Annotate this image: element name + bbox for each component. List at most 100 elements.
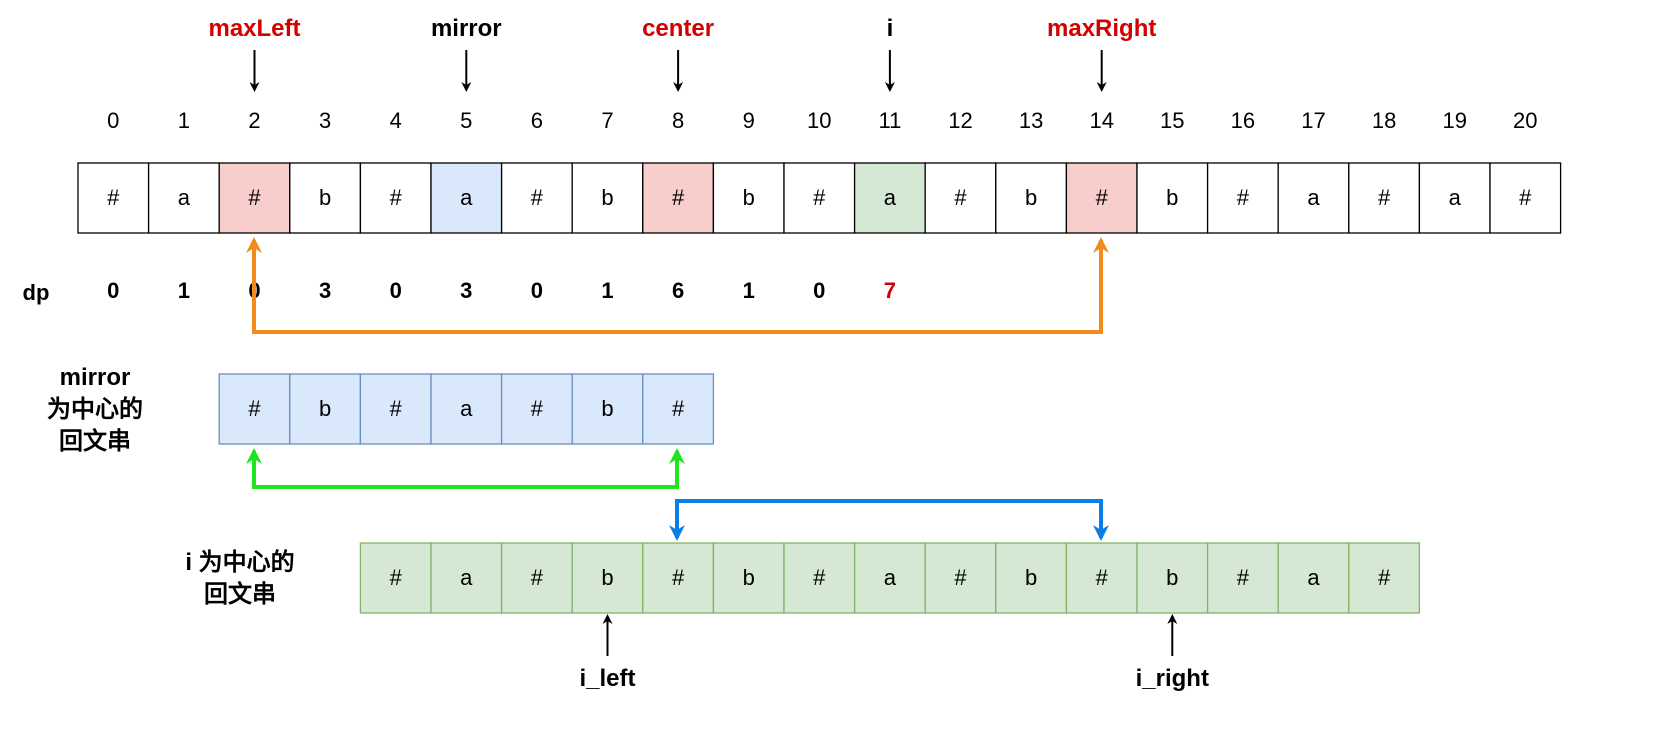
string-cell-2 (218, 162, 291, 234)
string-cell-4 (359, 162, 432, 234)
bottom-pointer-labels: i_left i_right (579, 614, 1209, 692)
i-cell-5 (712, 542, 785, 614)
index-label-5: 5 (460, 108, 472, 133)
top-label-2: center (642, 15, 714, 42)
mirror-char-4: # (531, 396, 544, 421)
index-label-3: 3 (319, 108, 331, 133)
string-char-10: # (813, 185, 826, 210)
mirror-char-0: # (248, 396, 261, 421)
i-cell-8 (924, 542, 997, 614)
mirror-cell-2 (359, 373, 432, 445)
index-label-2: 2 (248, 108, 260, 133)
string-char-0: # (107, 185, 120, 210)
bottom-label-1: i_right (1136, 665, 1209, 692)
i-cell-9 (995, 542, 1068, 614)
i-label-line-2: 回文串 (204, 581, 276, 608)
index-label-13: 13 (1019, 108, 1043, 133)
string-char-19: a (1449, 185, 1462, 210)
dp-value-1: 1 (178, 278, 190, 303)
string-char-9: b (743, 185, 755, 210)
string-char-1: a (178, 185, 191, 210)
string-cell-1 (147, 162, 220, 234)
string-cell-16 (1206, 162, 1279, 234)
dp-value-7: 1 (601, 278, 613, 303)
string-cell-19 (1418, 162, 1491, 234)
i-char-7: a (884, 565, 897, 590)
dp-value-3: 3 (319, 278, 331, 303)
index-label-6: 6 (531, 108, 543, 133)
i-char-4: # (672, 565, 685, 590)
mirror-char-2: # (390, 396, 403, 421)
i-char-1: a (460, 565, 473, 590)
i-char-8: # (954, 565, 967, 590)
string-char-17: a (1307, 185, 1320, 210)
string-cell-10 (783, 162, 856, 234)
string-cell-20 (1489, 162, 1562, 234)
green-bracket-arrow (252, 448, 685, 489)
index-label-14: 14 (1089, 108, 1113, 133)
i-cell-3 (571, 542, 644, 614)
mirror-label-line-1: mirror (59, 364, 131, 391)
string-cell-15 (1136, 162, 1209, 234)
string-char-20: # (1519, 185, 1532, 210)
i-cell-6 (783, 542, 856, 614)
top-label-0: maxLeft (208, 15, 300, 42)
string-char-18: # (1378, 185, 1391, 210)
i-cell-4 (642, 542, 715, 614)
dp-label: dp (23, 280, 50, 305)
string-cell-17 (1277, 162, 1350, 234)
string-cells-row: #a#b#a#b#b#a#b#b#a#a# (77, 162, 1562, 234)
i-char-3: b (601, 565, 613, 590)
i-cell-7 (853, 542, 926, 614)
mirror-char-6: # (672, 396, 685, 421)
mirror-cell-5 (571, 373, 644, 445)
i-char-6: # (813, 565, 826, 590)
index-label-17: 17 (1301, 108, 1325, 133)
index-label-16: 16 (1231, 108, 1255, 133)
i-char-9: b (1025, 565, 1037, 590)
index-label-12: 12 (948, 108, 972, 133)
mirror-char-1: b (319, 396, 331, 421)
index-label-8: 8 (672, 108, 684, 133)
mirror-cell-0 (218, 373, 291, 445)
string-cell-14 (1065, 162, 1138, 234)
index-label-0: 0 (107, 108, 119, 133)
mirror-cell-6 (642, 373, 715, 445)
dp-value-9: 1 (743, 278, 755, 303)
bottom-label-0: i_left (579, 665, 635, 692)
index-label-1: 1 (178, 108, 190, 133)
i-cell-10 (1065, 542, 1138, 614)
string-cell-5 (430, 162, 503, 234)
i-label-line-1: i 为中心的 (185, 549, 295, 576)
blue-bracket-arrow (675, 499, 1109, 541)
string-char-2: # (248, 185, 261, 210)
string-char-8: # (672, 185, 685, 210)
index-label-7: 7 (601, 108, 613, 133)
dp-value-11: 7 (884, 278, 896, 303)
i-char-2: # (531, 565, 544, 590)
connector-arrows (246, 237, 1109, 541)
string-char-5: a (460, 185, 473, 210)
i-cell-1 (430, 542, 503, 614)
i-cell-13 (1277, 542, 1350, 614)
i-char-5: b (743, 565, 755, 590)
index-label-10: 10 (807, 108, 831, 133)
i-cell-12 (1206, 542, 1279, 614)
string-char-7: b (601, 185, 613, 210)
mirror-char-3: a (460, 396, 473, 421)
dp-value-0: 0 (107, 278, 119, 303)
i-cell-2 (500, 542, 573, 614)
mirror-label-line-2: 为中心的 (47, 396, 143, 423)
dp-value-8: 6 (672, 278, 684, 303)
i-char-13: a (1307, 565, 1320, 590)
string-cell-6 (500, 162, 573, 234)
i-cell-11 (1136, 542, 1209, 614)
mirror-cell-1 (289, 373, 362, 445)
string-char-3: b (319, 185, 331, 210)
i-char-11: b (1166, 565, 1178, 590)
string-char-4: # (390, 185, 403, 210)
